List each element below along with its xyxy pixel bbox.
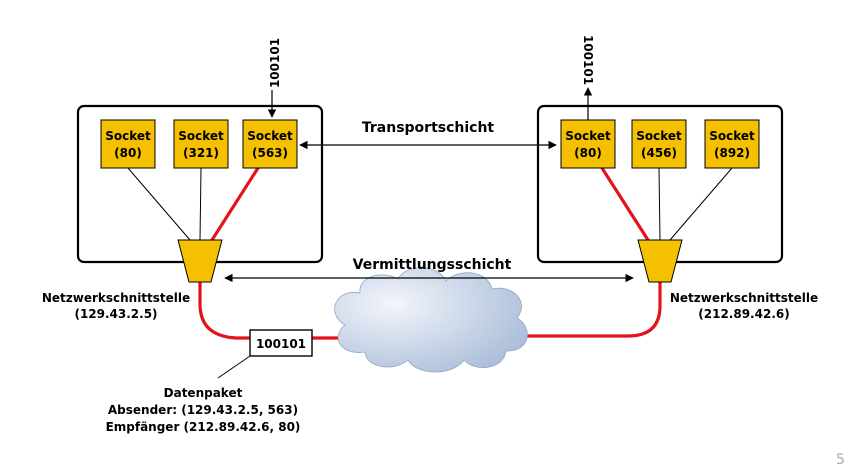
- transport-layer-label: Transportschicht: [362, 120, 495, 136]
- left-nic-address: (129.43.2.5): [74, 307, 157, 321]
- svg-text:(321): (321): [183, 146, 219, 160]
- right-red-wire: [514, 280, 662, 338]
- packet-sender: Absender: (129.43.2.5, 563): [108, 403, 298, 417]
- svg-text:Socket: Socket: [565, 129, 611, 143]
- packet-title: Datenpaket: [164, 386, 243, 400]
- network-layer-label: Vermittlungsschicht: [353, 257, 512, 273]
- outgoing-bits-label: 100101: [581, 35, 595, 85]
- left-red-wire: [198, 280, 344, 340]
- svg-text:Socket: Socket: [247, 129, 293, 143]
- packet-receiver: Empfänger (212.89.42.6, 80): [106, 420, 301, 434]
- incoming-bits-label: 100101: [268, 38, 282, 88]
- right-nic-address: (212.89.42.6): [698, 307, 789, 321]
- right-socket-80: Socket (80): [560, 119, 616, 169]
- data-packet-bits: 100101: [256, 337, 306, 351]
- right-socket-892: Socket (892): [704, 119, 760, 169]
- svg-text:Socket: Socket: [178, 129, 224, 143]
- right-line-socket-892: [669, 167, 733, 241]
- left-socket-321: Socket (321): [173, 119, 229, 169]
- page-number: 5: [836, 452, 845, 466]
- left-nic-label: Netzwerkschnittstelle: [42, 291, 190, 305]
- left-network-interface-icon: [177, 239, 223, 283]
- right-socket-456: Socket (456): [631, 119, 687, 169]
- packet-callout-line: [217, 355, 251, 379]
- data-packet-box: [249, 329, 313, 357]
- left-socket-80: Socket (80): [100, 119, 156, 169]
- left-line-socket-80: [127, 167, 191, 241]
- right-line-socket-456: [658, 167, 661, 241]
- right-network-interface-icon: [637, 239, 683, 283]
- left-socket-563: Socket (563): [242, 119, 298, 169]
- svg-text:Socket: Socket: [105, 129, 151, 143]
- svg-text:(563): (563): [252, 146, 288, 160]
- right-nic-label: Netzwerkschnittstelle: [670, 291, 818, 305]
- svg-text:(892): (892): [714, 146, 750, 160]
- svg-text:(456): (456): [641, 146, 677, 160]
- left-red-socket-route: [210, 166, 260, 242]
- network-cloud: [334, 267, 528, 373]
- right-red-socket-route: [600, 166, 650, 242]
- svg-text:(80): (80): [574, 146, 602, 160]
- left-line-socket-321: [199, 167, 202, 241]
- svg-text:Socket: Socket: [709, 129, 755, 143]
- svg-text:Socket: Socket: [636, 129, 682, 143]
- svg-text:(80): (80): [114, 146, 142, 160]
